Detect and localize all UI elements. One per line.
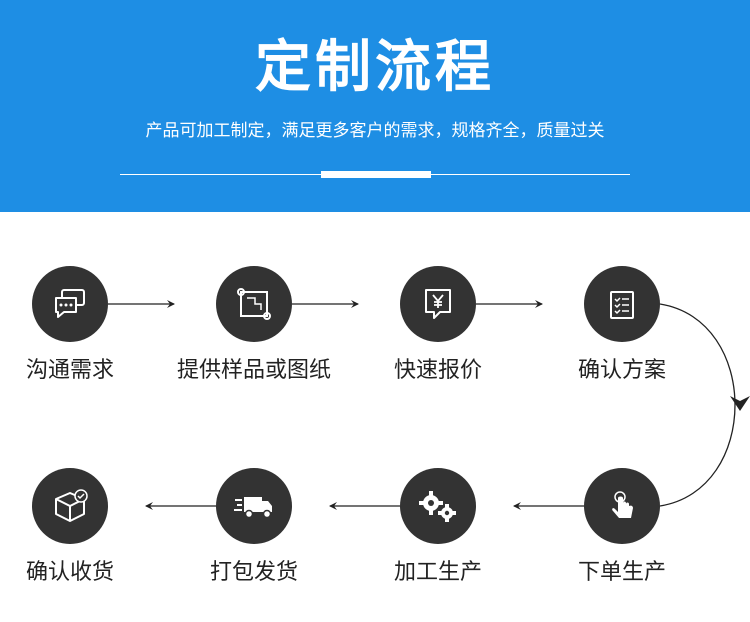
step-confirm-receipt: 确认收货 bbox=[0, 468, 160, 586]
step-circle bbox=[584, 266, 660, 342]
step-circle bbox=[32, 266, 108, 342]
step-label: 确认收货 bbox=[25, 560, 114, 585]
step-place-order: 下单生产 bbox=[532, 468, 712, 586]
step-circle bbox=[216, 468, 292, 544]
header-banner: 定制流程 产品可加工制定，满足更多客户的需求，规格齐全，质量过关 bbox=[0, 0, 750, 212]
step-pack-ship: 打包发货 bbox=[164, 468, 344, 586]
step-circle bbox=[32, 468, 108, 544]
step-manufacturing: 加工生产 bbox=[348, 468, 528, 586]
hand-tap-icon bbox=[612, 491, 633, 518]
step-label: 沟通需求 bbox=[25, 358, 114, 383]
delivery-truck-icon bbox=[234, 497, 272, 519]
step-label: 提供样品或图纸 bbox=[176, 358, 331, 383]
curve-arrowhead bbox=[730, 396, 750, 411]
step-provide-sample: 提供样品或图纸 bbox=[164, 266, 344, 384]
connector-curve bbox=[659, 303, 736, 507]
step-label: 加工生产 bbox=[393, 560, 482, 585]
document-check-icon bbox=[610, 291, 634, 319]
box-check-icon bbox=[55, 489, 88, 522]
step-circle bbox=[400, 468, 476, 544]
step-confirm-plan: 确认方案 bbox=[532, 266, 712, 384]
step-circle bbox=[584, 468, 660, 544]
page-subtitle: 产品可加工制定，满足更多客户的需求，规格齐全，质量过关 bbox=[145, 121, 605, 141]
gears-icon bbox=[419, 491, 456, 522]
step-label: 打包发货 bbox=[209, 560, 298, 585]
step-label: 下单生产 bbox=[577, 560, 666, 585]
step-circle bbox=[216, 266, 292, 342]
header-divider-accent bbox=[321, 171, 431, 178]
blueprint-icon bbox=[237, 288, 271, 320]
step-label: 快速报价 bbox=[393, 358, 482, 383]
step-quick-quote: 快速报价 bbox=[348, 266, 528, 384]
chat-icon bbox=[55, 289, 85, 318]
step-circle bbox=[400, 266, 476, 342]
step-label: 确认方案 bbox=[577, 358, 666, 383]
yuan-quote-icon bbox=[425, 289, 451, 319]
step-communicate: 沟通需求 bbox=[0, 266, 160, 384]
page-title: 定制流程 bbox=[255, 35, 495, 100]
